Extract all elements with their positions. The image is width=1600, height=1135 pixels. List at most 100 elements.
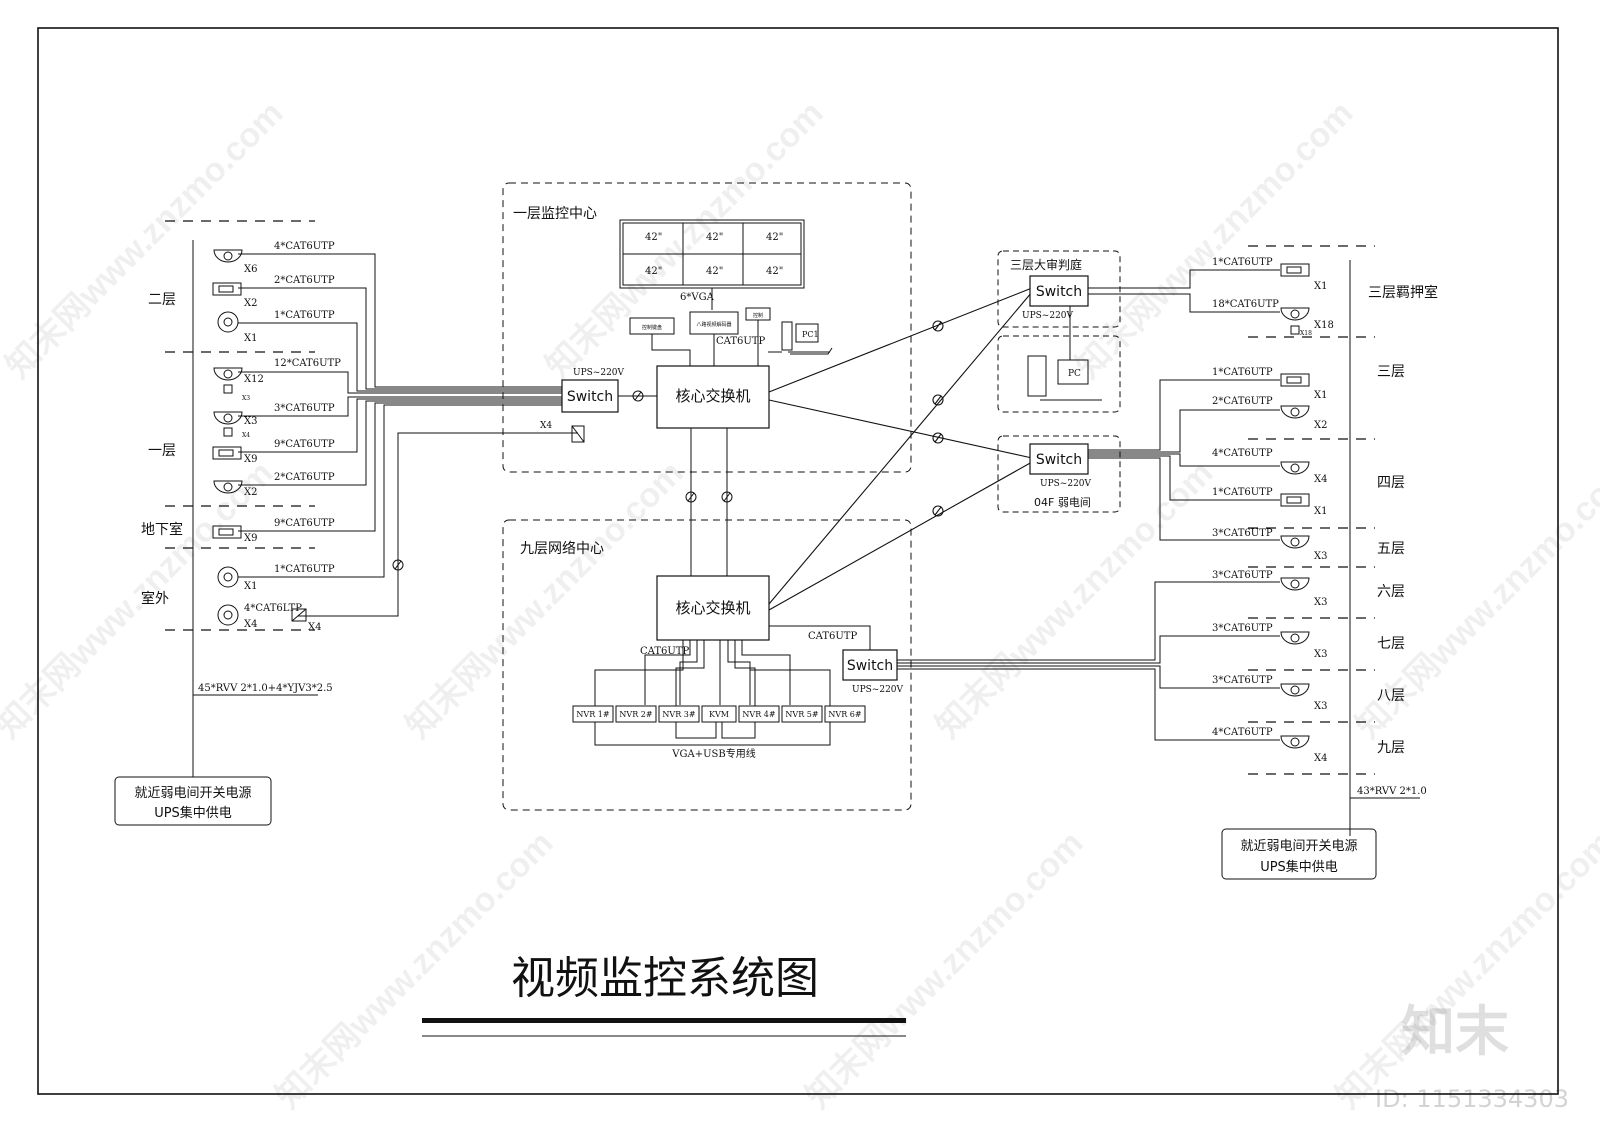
cable-label: 2*CAT6UTP xyxy=(1212,396,1273,407)
kvm-label: KVM xyxy=(709,710,729,719)
screen-size-label: 42" xyxy=(706,266,723,277)
bullet-camera-icon xyxy=(217,311,239,333)
dome-camera-icon xyxy=(213,411,243,437)
dome-camera-icon xyxy=(1280,307,1310,335)
core-switch-label: 核心交换机 xyxy=(675,387,750,405)
switch-label: Switch xyxy=(1036,452,1082,468)
ups-label: UPS~220V xyxy=(1022,311,1074,321)
dome-camera-icon xyxy=(1280,535,1310,549)
cable-label: 4*CAT6UTP xyxy=(1212,727,1273,738)
floor-label: 九层 xyxy=(1377,740,1405,756)
zone-label: 一层监控中心 xyxy=(513,206,597,222)
pc-court-workstation xyxy=(1027,306,1102,401)
device-count: X2 xyxy=(1314,420,1327,431)
vga-label: 6*VGA xyxy=(680,292,715,303)
nvr-unit xyxy=(572,705,614,723)
floor-label: 一层 xyxy=(148,443,176,459)
drawing-border xyxy=(37,27,1559,1095)
page-title: 视频监控系统图 xyxy=(511,953,819,1004)
floor-label: 三层羁押室 xyxy=(1368,284,1438,301)
cable-label: 3*CAT6UTP xyxy=(1212,570,1273,581)
nvr-cabling xyxy=(594,625,871,746)
left-floor-area: 二层 一层 地下室 室外 xyxy=(114,220,578,826)
cable-label: CAT6UTP xyxy=(808,631,857,642)
device-count: X3 xyxy=(1314,649,1327,660)
screen-size-label: 42" xyxy=(766,232,783,243)
right-floor-area: 三层羁押室 三层 四层 五层 六层 七层 八层 九层 xyxy=(897,245,1438,880)
floor-label: 二层 xyxy=(148,292,176,308)
ups-label: UPS~220V xyxy=(573,368,625,378)
left-counts: X6 X2 X1 X12 X3 X9 X2 X9 X1 X4 X3 X4 X4 xyxy=(242,264,321,633)
nvr-unit xyxy=(781,705,823,723)
nvr-label: NVR 1# xyxy=(576,710,609,719)
nvr-label: NVR 2# xyxy=(619,710,652,719)
trunk-lines xyxy=(768,287,1033,611)
switch-label: Switch xyxy=(567,389,613,405)
left-cameras xyxy=(212,249,307,626)
cable-label: 2*CAT6UTP xyxy=(274,275,335,286)
cable-label: 12*CAT6UTP xyxy=(274,358,341,369)
cable-label: 1*CAT6UTP xyxy=(1212,367,1273,378)
floor-label: 六层 xyxy=(1377,584,1405,600)
device-count: X3 xyxy=(1314,701,1327,712)
device-count: X1 xyxy=(1314,281,1327,292)
right-cable-labels: 1*CAT6UTP 18*CAT6UTP 1*CAT6UTP 2*CAT6UTP… xyxy=(1212,257,1279,738)
device-count: X18 xyxy=(1314,320,1334,331)
box-camera-icon xyxy=(1280,263,1310,277)
device-count: X1 xyxy=(244,333,257,344)
left-cable-runs xyxy=(238,253,578,617)
box-camera-icon xyxy=(212,446,242,460)
box-camera-icon xyxy=(1280,373,1310,387)
cable-label: 3*CAT6UTP xyxy=(274,403,335,414)
title-block: 视频监控系统图 xyxy=(422,953,906,1037)
floor-label: 室外 xyxy=(141,590,169,607)
right-cameras xyxy=(1280,263,1310,749)
power-supply-box xyxy=(114,776,272,826)
right-cable-runs xyxy=(897,269,1280,741)
converter-icon xyxy=(291,608,307,622)
watermark-text: 知末网www.znzmo.com xyxy=(399,454,691,746)
switch-court xyxy=(1029,275,1089,307)
power-box-line: 就近弱电间开关电源 xyxy=(134,786,251,801)
dome-camera-icon xyxy=(1280,683,1310,697)
control-box-label: 控制 xyxy=(753,312,763,319)
floor-label: 五层 xyxy=(1377,541,1405,557)
device-count: X1 xyxy=(1314,390,1327,401)
cable-label: 18*CAT6UTP xyxy=(1212,299,1279,310)
device-count: X3 xyxy=(1314,597,1327,608)
device-count: X4 xyxy=(1314,753,1327,764)
brand-watermark: 知末 ID: 1151334303 xyxy=(1375,1000,1569,1113)
zone-label: 04F 弱电间 xyxy=(1034,496,1091,509)
device-count: X2 xyxy=(244,487,257,498)
device-count: X18 xyxy=(1300,330,1312,337)
ups-label: UPS~220V xyxy=(1040,479,1092,489)
decoder-label: 八路视频解码器 xyxy=(696,321,731,328)
right-counts: X1 X18 X1 X2 X4 X1 X3 X3 X3 X3 X4 X18 xyxy=(1300,281,1334,764)
device-count: X3 xyxy=(242,395,250,402)
core-switch-2 xyxy=(656,575,770,641)
power-cable-label: 45*RVV 2*1.0+4*YJV3*2.5 xyxy=(198,683,333,694)
screen-size-label: 42" xyxy=(706,232,723,243)
court-and-4f-zones: 三层大审判庭 Switch UPS~220V PC Switch UPS~220… xyxy=(997,250,1121,513)
switch-9f xyxy=(842,649,898,681)
power-box-line: 就近弱电间开关电源 xyxy=(1240,839,1357,854)
zone-label: 三层大审判庭 xyxy=(1010,257,1082,272)
switch-left xyxy=(561,379,619,413)
cable-label: 3*CAT6UTP xyxy=(1212,675,1273,686)
watermark-text: 知末网www.znzmo.com xyxy=(1329,824,1600,1116)
cable-label: CAT6UTP xyxy=(716,336,765,347)
power-supply-box xyxy=(1221,828,1377,880)
device-count: X6 xyxy=(244,264,257,275)
dome-camera-icon xyxy=(213,249,243,263)
kvm-unit xyxy=(701,705,737,723)
watermark-text: 知末网www.znzmo.com xyxy=(799,824,1091,1116)
break-mark xyxy=(632,390,644,402)
break-mark xyxy=(392,559,404,571)
dome-camera-icon xyxy=(213,367,243,394)
ninth-floor-center: 九层网络中心 核心交换机 NVR 1# NVR 2# NVR 3# KVM NV… xyxy=(502,519,912,811)
cable-label: 3*CAT6UTP xyxy=(1212,528,1273,539)
power-cable-label: 43*RVV 2*1.0 xyxy=(1357,786,1427,797)
dome-camera-icon xyxy=(1280,577,1310,591)
first-floor-center: 一层监控中心 42" 42" 42" 42" 42" 42" 6*VGA 控制键… xyxy=(502,182,912,473)
